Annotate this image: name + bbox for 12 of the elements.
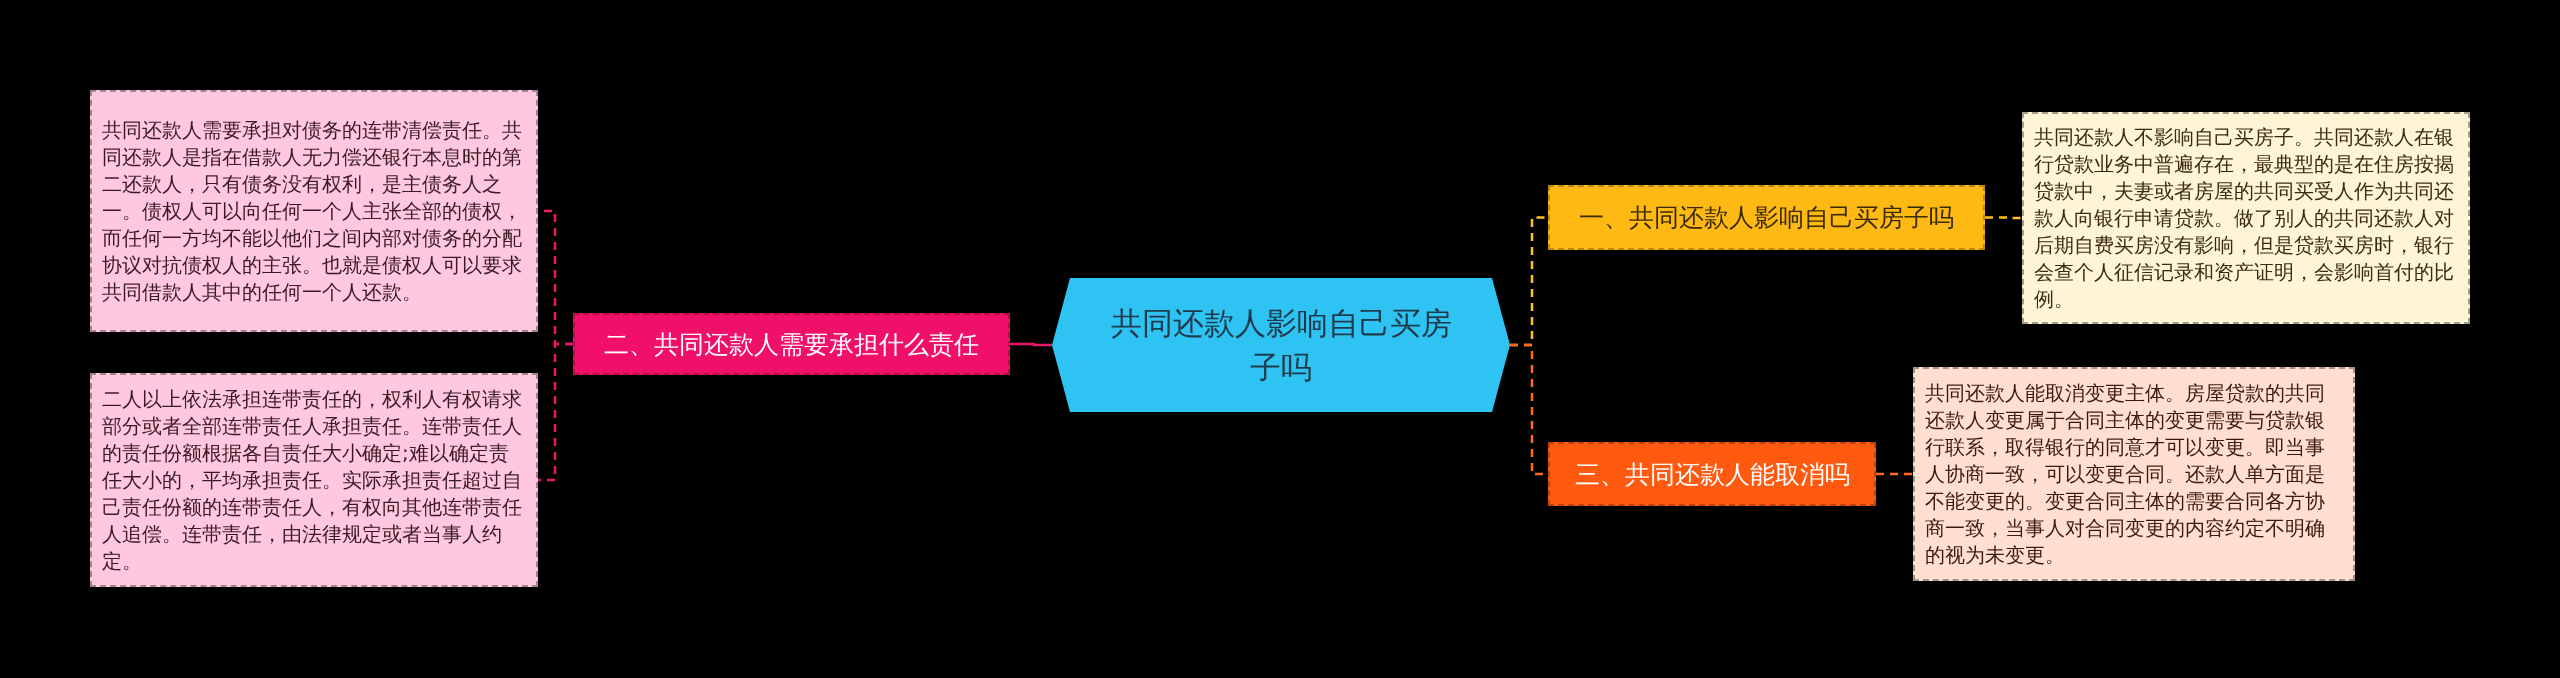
branch-box: 二、共同还款人需要承担什么责任 xyxy=(573,313,1010,375)
note-box: 共同还款人能取消变更主体。房屋贷款的共同还款人变更属于合同主体的变更需要与贷款银行联系，取得银行的同意才可以变更。即当事人协商一致，可以变更合同。还款人单方面是不能变更的。变更合同主体的需要合同各方协商一致，当事人对合同变更的内容约定不明确的视为未变更。 xyxy=(1913,367,2355,581)
connector-line xyxy=(1010,342,1052,347)
connector-line xyxy=(1876,472,1913,476)
connector-line xyxy=(1985,216,2022,220)
branch-box: 三、共同还款人能取消吗 xyxy=(1548,442,1876,506)
note-box: 二人以上依法承担连带责任的，权利人有权请求部分或者全部连带责任人承担责任。连带责任人的责任份额根据各自责任大小确定;难以确定责任大小的，平均承担责任。实际承担责任超过自己责任份额的连带责任人，有权向其他连带责任人追偿。连带责任，由法律规定或者当事人约定。 xyxy=(90,373,538,587)
topic-hexagon: 共同还款人影响自己买房子吗 xyxy=(1052,278,1510,412)
note-box: 共同还款人不影响自己买房子。共同还款人在银行贷款业务中普遍存在，最典型的是在住房按揭贷款中，夫妻或者房屋的共同买受人作为共同还款人向银行申请贷款。做了别人的共同还款人对后期自费买房没有影响，但是贷款买房时，银行会查个人征信记录和资产证明，会影响首付的比例。 xyxy=(2022,112,2470,324)
note-box: 共同还款人需要承担对债务的连带清偿责任。共同还款人是指在借款人无力偿还银行本息时的第二还款人，只有债务没有权利，是主债务人之一。债权人可以向任何一个人主张全部的债权，而任何一方均不能以他们之间内部对债务的分配协议对抗债权人的主张。也就是债权人可以要求共同借款人其中的任何一个人还款。 xyxy=(90,90,538,332)
branch-box: 一、共同还款人影响自己买房子吗 xyxy=(1548,185,1985,250)
connector-line xyxy=(538,342,573,482)
